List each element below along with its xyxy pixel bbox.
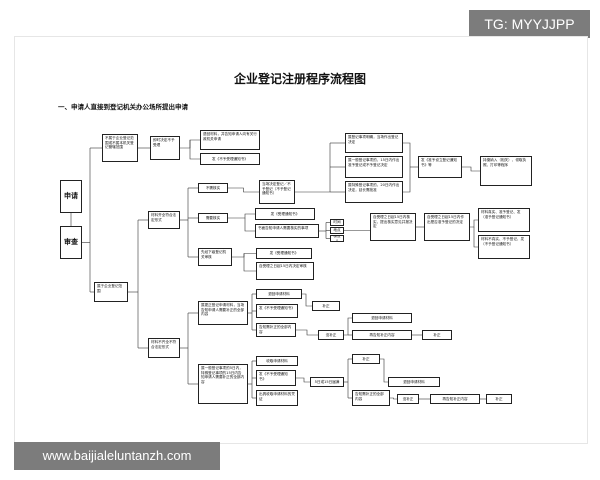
node-in-scope: 属于企业登记范围	[94, 282, 128, 302]
node-ordinary-15: 属一般登记事项的，15日内作出准予登记或不予登记决定	[345, 156, 403, 178]
node-send-pre: 发《受理通知书》	[256, 248, 312, 259]
connector-38	[243, 253, 256, 272]
node-supplement-4: 补正	[486, 394, 512, 404]
page-title: 企业登记注册程序流程图	[233, 72, 366, 86]
connector-23	[403, 142, 411, 193]
node-notify-verify: 书面告知申请人需要核实的事项	[255, 224, 319, 238]
node-deny-notice-3: 发《不予受理通知书》	[256, 370, 296, 386]
connector-63	[380, 358, 388, 383]
connector-49	[296, 329, 318, 336]
node-decide-register: 发《准予设立登记通知书》等	[418, 156, 462, 178]
node-verify-15: 自受理之日起15日内核实，提出核实意见并报决定	[370, 213, 416, 241]
node-no-approval: 不需核实	[198, 183, 228, 193]
node-decide-on-spot: 当场决定登记／不予登记（不予登记通知书）	[259, 180, 295, 204]
node-return-docs: 退回材料，并告知申请人向有关行政机关申请	[200, 130, 260, 150]
connector-36	[473, 227, 478, 248]
node-place-item: 地点	[330, 227, 344, 234]
connector-64	[390, 397, 397, 400]
connector-48	[302, 293, 312, 307]
node-special-approval: 属特殊登记事项的，20日内作出决定，延长需批准	[345, 181, 403, 203]
node-supplement-3: 补正	[352, 354, 380, 364]
node-time-item: 时间	[330, 219, 344, 226]
connector-26	[228, 213, 255, 219]
node-not-in-scope: 不属于企业登记范围或不属本机关登记管辖范围	[102, 134, 138, 162]
website-watermark: www.baijialeluntanzh.com	[14, 442, 220, 470]
node-can-fix-on-spot: 属更正登记申请材料，当场告知申请人需要补正的全部内容	[198, 301, 248, 325]
node-supplement-1: 补正	[312, 301, 340, 311]
node-spot-register: 属登记事项明确，当场作出登记决定	[345, 133, 403, 153]
node-ordinary-five-days: 属一般登记事项的5日内，特殊登记事项的15日内告知申请人需要补正的全部内容	[198, 364, 248, 404]
telegram-watermark: TG: MYYJJPP	[469, 10, 590, 38]
node-not-supplement-1: 没补正	[318, 330, 344, 340]
node-deny-notice-2: 发《不予受理通知书》	[256, 304, 298, 318]
node-apply: 申请	[60, 180, 82, 213]
node-fix-content-2: 再告知补正内容	[430, 394, 480, 404]
connector-35	[470, 219, 478, 228]
node-return-material-1: 退回申请材料	[256, 289, 302, 299]
node-need-pre: 先经下级登记机关审核	[198, 248, 232, 266]
node-pay-fee: 持缴纳入（相关）、领取执照、打印等程序	[480, 156, 532, 186]
node-supplement-2: 补正	[422, 330, 452, 340]
node-return-material-3: 退回申请材料	[388, 377, 440, 387]
node-receive-material: 收取申请材料	[256, 356, 298, 366]
node-pre-within: 自受理之日起15日内决定审核	[256, 262, 314, 280]
node-incomplete: 材料不齐全不符合法定形式	[148, 338, 180, 358]
node-not-supplement-2: 没补正	[397, 394, 419, 404]
node-deny-notice-1: 发《不予受理通知书》	[200, 153, 260, 165]
connector-58	[296, 377, 310, 383]
node-decide-not-accept: 即时决定不予受理	[150, 136, 180, 160]
node-cert-issue: 材料真实、准予登记、发（准予登记通知书）	[478, 208, 530, 232]
connector-50	[344, 317, 352, 336]
connector-27	[244, 218, 255, 232]
node-complete: 材料齐全符合法定形式	[148, 211, 180, 229]
node-cert-fail: 材料不真实、不予登记、发（不予登记通知书）	[478, 235, 530, 259]
node-notify-fix-2: 告知需补正的全部内容	[352, 390, 390, 406]
node-fix-content-1: 再告知补正内容	[352, 330, 412, 340]
node-need-verify: 需要核实	[198, 213, 228, 223]
connector-7	[189, 140, 200, 160]
node-register-15: 自受理之日起15日内作出是否准予登记的决定	[424, 213, 470, 241]
node-person-item: 核查人	[330, 235, 344, 242]
node-notify-fix-all: 告知需补正的全部内容	[256, 323, 296, 337]
connector-25	[462, 166, 480, 172]
node-review: 审查	[60, 226, 82, 259]
node-return-material-2: 退回申请材料	[352, 313, 412, 323]
node-receipt-material: 出具收取申请材料的凭证	[256, 390, 298, 406]
node-send-verify: 发《受理通知书》	[255, 208, 315, 220]
node-five-days-notice: 5日或15日届满	[310, 377, 344, 387]
connector-17	[228, 187, 259, 193]
section-subtitle: 一、申请人直接到登记机关办公场所提出申请	[58, 103, 188, 111]
